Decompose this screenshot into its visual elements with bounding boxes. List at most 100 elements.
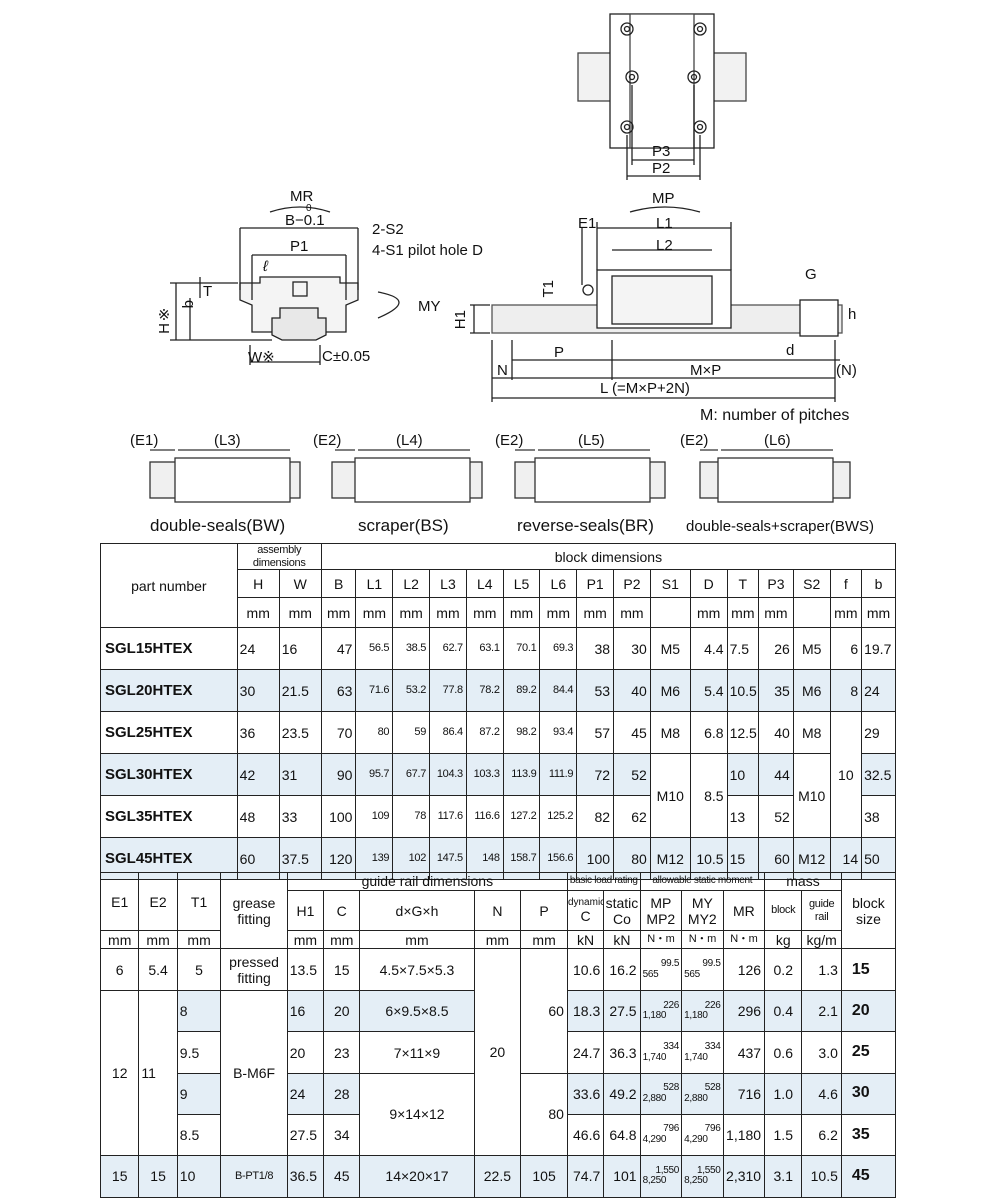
unit-l3: mm [429, 597, 467, 629]
cell-h1: 24 [286, 1072, 325, 1115]
cell-mass-rail: 3.0 [801, 1031, 842, 1074]
label-p2: P2 [652, 160, 671, 177]
cell-l3: 77.8 [429, 669, 467, 713]
cell-l3: 86.4 [429, 711, 467, 755]
cell-s2: M6 [792, 669, 831, 713]
cell-mass-rail: 1.3 [801, 948, 842, 992]
cell-p2: 52 [613, 753, 651, 797]
cell-h1: 20 [286, 1031, 325, 1074]
unit-s2 [792, 597, 831, 629]
cell-dgh: 4.5×7.5×5.3 [359, 948, 475, 992]
cell-l1: 95.7 [355, 753, 394, 797]
caption-bs: scraper(BS) [358, 516, 449, 535]
cell-w: 16 [278, 627, 322, 671]
label-b-small: b [180, 300, 197, 309]
label-l1: L1 [656, 215, 673, 232]
label-b: B−0.1 [285, 212, 325, 229]
cell-mass-rail: 2.1 [801, 990, 842, 1033]
cell-grease: pressed fitting [220, 948, 288, 992]
cell-l5: 98.2 [502, 711, 541, 755]
cell-mass-rail: 10.5 [801, 1154, 842, 1199]
cell-t: 10 [726, 753, 760, 797]
cell-w: 23.5 [278, 711, 322, 755]
u-mrail: kg/m [801, 930, 842, 950]
cell-h1: 27.5 [286, 1113, 325, 1156]
unit-s1 [649, 597, 691, 629]
col-d: D [689, 569, 728, 599]
cell-mr: 296 [722, 990, 766, 1033]
h-mr: MR [722, 890, 766, 932]
cell-t: 10.5 [726, 669, 760, 713]
cell-l1: 71.6 [355, 669, 394, 713]
cell-f: 8 [829, 669, 863, 713]
unit-t: mm [726, 597, 760, 629]
cell-l5: 127.2 [502, 795, 541, 839]
col-w: W [278, 569, 322, 599]
cell-l4: 78.2 [465, 669, 504, 713]
seal-l-0: (L3) [214, 432, 241, 449]
cell-b: 100 [320, 795, 357, 839]
col-l4: L4 [465, 569, 504, 599]
top-view-drawing [577, 13, 747, 180]
seal-l-1: (L4) [396, 432, 423, 449]
label-p: P [554, 344, 565, 361]
cell-l6: 125.2 [539, 795, 578, 839]
part-number: SGL35HTEX [100, 795, 238, 839]
seal-e-2: (E2) [495, 432, 524, 449]
cell-b: 29 [861, 711, 896, 755]
label-g: G [805, 266, 817, 283]
u-p: mm [520, 930, 568, 950]
cell-l5: 89.2 [502, 669, 541, 713]
cell-s2: M5 [792, 627, 831, 671]
cell-d: 6.8 [689, 711, 728, 755]
cell-l2: 78 [392, 795, 431, 839]
cell-n: 20 [473, 948, 522, 1156]
cell-f: 6 [829, 627, 863, 671]
cell-s1: M6 [649, 669, 691, 713]
h-mass-rail: guide rail [801, 890, 842, 932]
u-n: mm [473, 930, 522, 950]
cell-s1: M8 [649, 711, 691, 755]
cell-p2: 30 [613, 627, 651, 671]
block-dimensions-table: part number assembly dimensions block di… [100, 542, 897, 881]
cell-c-static: 49.2 [603, 1072, 641, 1115]
cell-h: 24 [236, 627, 280, 671]
cell-w: 21.5 [278, 669, 322, 713]
unit-b: mm [320, 597, 357, 629]
cell-d: 4.4 [689, 627, 728, 671]
cell-s2: M8 [792, 711, 831, 755]
unit-p2: mm [613, 597, 651, 629]
part-number: SGL20HTEX [100, 669, 238, 713]
caption-bws: double-seals+scraper(BWS) [686, 518, 874, 535]
cell-e1: 12 [99, 990, 140, 1156]
cell-w: 33 [278, 795, 322, 839]
label-w: W※ [248, 349, 275, 366]
cell-b: 38 [861, 795, 896, 839]
unit-l4: mm [465, 597, 504, 629]
h-c: C [323, 890, 361, 932]
part-number: SGL25HTEX [100, 711, 238, 755]
cell-s1: M5 [649, 627, 691, 671]
col-p1: P1 [576, 569, 615, 599]
cell-p: 60 [520, 948, 568, 1074]
label-n-right: (N) [836, 362, 857, 379]
cell-e2: 11 [138, 990, 178, 1156]
cell-mr: 437 [722, 1031, 766, 1074]
cell-l3: 117.6 [429, 795, 467, 839]
side-view-drawing [470, 206, 843, 402]
label-mr: MR [290, 188, 314, 205]
cell-d: 8.5 [689, 753, 728, 839]
cell-mass-block: 0.2 [764, 948, 803, 992]
col-p3: P3 [758, 569, 794, 599]
label-h-small: h [848, 306, 857, 323]
col-b: b [861, 569, 896, 599]
cell-l2: 59 [392, 711, 431, 755]
cell-p3: 44 [758, 753, 794, 797]
